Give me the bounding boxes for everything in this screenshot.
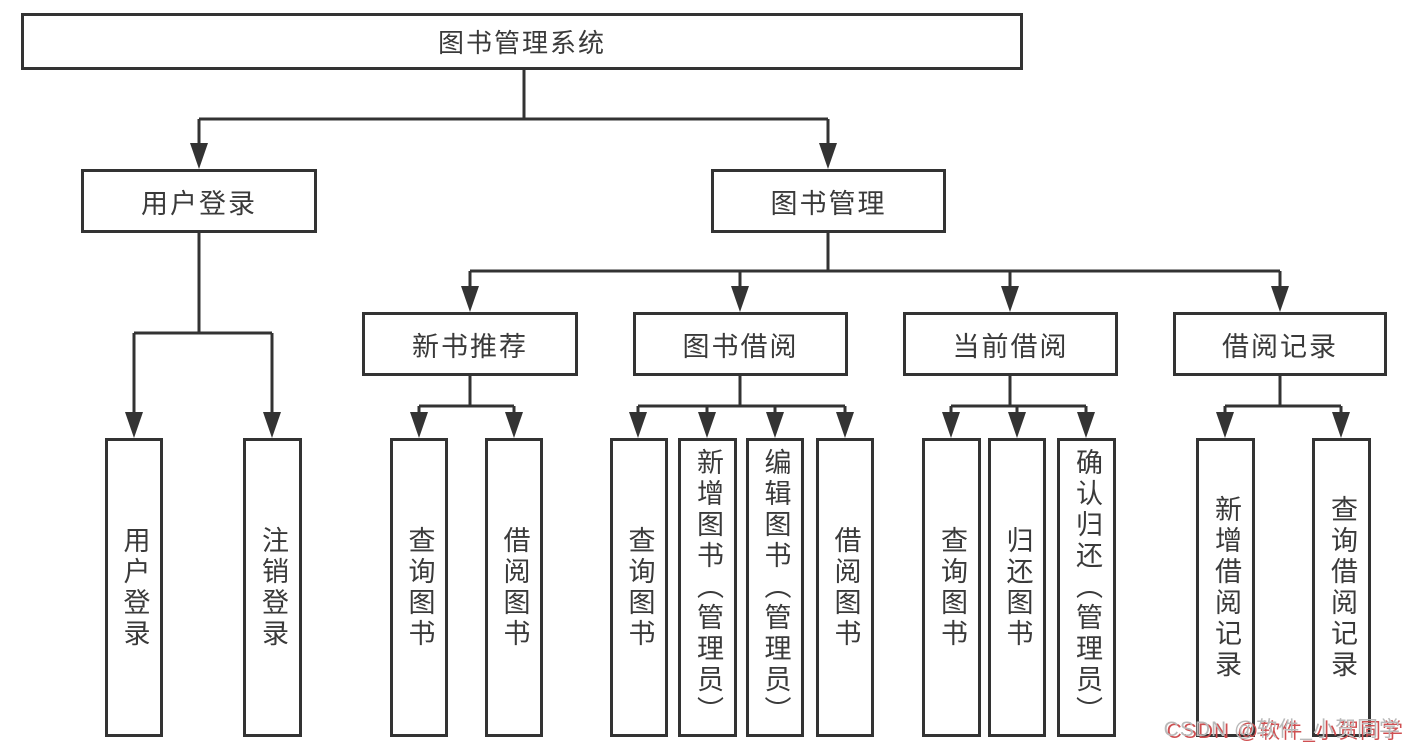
node-current-borrow: 当前借阅 — [903, 312, 1118, 376]
arrowhead-icon — [410, 412, 428, 438]
node-user-login: 用户登录 — [81, 169, 317, 233]
leaf-borrow-books: 借阅图书 — [816, 438, 874, 737]
arrowhead-icon — [731, 286, 749, 312]
node-borrow-records: 借阅记录 — [1173, 312, 1387, 376]
arrowhead-icon — [125, 412, 143, 438]
watermark: CSDN @软件_小贺同学 — [1163, 718, 1401, 741]
arrowhead-icon — [1008, 412, 1026, 438]
arrowhead-icon — [819, 143, 837, 169]
node-book-management: 图书管理 — [711, 169, 946, 233]
arrowhead-icon — [1271, 286, 1289, 312]
leaf-confirm-return-admin: 确认归还（管理员） — [1057, 438, 1116, 737]
arrowhead-icon — [1001, 286, 1019, 312]
arrowhead-icon — [942, 412, 960, 438]
leaf-return-books: 归还图书 — [988, 438, 1046, 737]
arrowhead-icon — [263, 412, 281, 438]
node-book-borrow: 图书借阅 — [633, 312, 848, 376]
leaf-query-books-recommend: 查询图书 — [390, 438, 448, 737]
node-new-book-recommend: 新书推荐 — [362, 312, 578, 376]
leaf-edit-books-admin: 编辑图书（管理员） — [746, 438, 804, 737]
arrowhead-icon — [1216, 412, 1234, 438]
arrowhead-icon — [1332, 412, 1350, 438]
arrowhead-icon — [1077, 412, 1095, 438]
arrowhead-icon — [629, 412, 647, 438]
arrowhead-icon — [836, 412, 854, 438]
leaf-add-books-admin: 新增图书（管理员） — [678, 438, 737, 737]
leaf-add-borrow-record: 新增借阅记录 — [1196, 438, 1255, 737]
leaf-query-books-borrow: 查询图书 — [610, 438, 668, 737]
leaf-query-books-current: 查询图书 — [922, 438, 981, 737]
leaf-query-borrow-record: 查询借阅记录 — [1312, 438, 1371, 737]
arrowhead-icon — [698, 412, 716, 438]
leaf-logout: 注销登录 — [243, 438, 302, 737]
leaf-user-login: 用户登录 — [105, 438, 163, 737]
arrowhead-icon — [461, 286, 479, 312]
arrowhead-icon — [505, 412, 523, 438]
node-root: 图书管理系统 — [21, 13, 1023, 70]
arrowhead-icon — [766, 412, 784, 438]
leaf-borrow-books-recommend: 借阅图书 — [485, 438, 543, 737]
arrowhead-icon — [190, 143, 208, 169]
